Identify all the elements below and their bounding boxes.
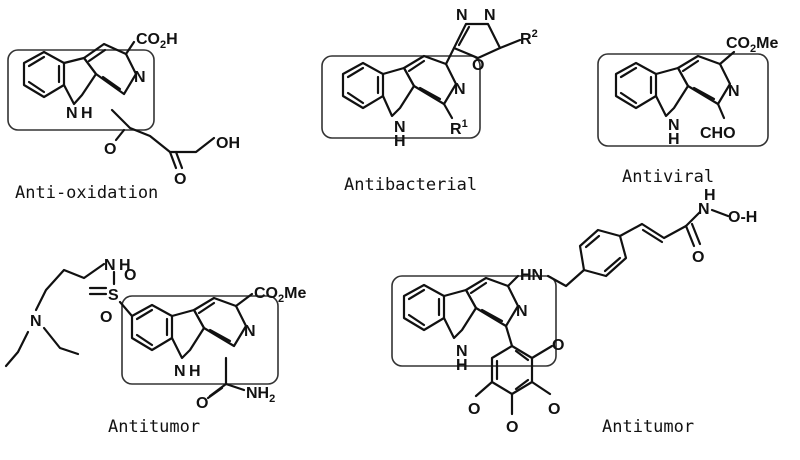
caption-antitumor-1: Antitumor xyxy=(108,417,200,437)
caption-antibacterial: Antibacterial xyxy=(344,175,477,195)
core-highlight-box xyxy=(321,55,481,139)
hydroxamate-n: N xyxy=(698,201,710,218)
n-atom: N xyxy=(454,81,466,98)
pyrrole-ring xyxy=(170,308,206,360)
acrylic-chain xyxy=(618,222,688,240)
amide-nh2-label: NH2 xyxy=(246,385,275,405)
n-atom-a: N xyxy=(456,7,468,24)
sulfur-atom: S xyxy=(108,287,119,304)
oxygen-1: O xyxy=(104,141,116,158)
o-atom: O xyxy=(472,57,484,74)
nh-n: N xyxy=(66,105,78,122)
core-highlight-box xyxy=(121,295,279,385)
ethyl-2 xyxy=(42,326,80,356)
ethyl-1 xyxy=(4,330,30,368)
methoxy-o-3: O xyxy=(468,401,480,418)
methyl-ester-label: CO2Me xyxy=(726,35,778,55)
caption-antitumor-2: Antitumor xyxy=(602,417,694,437)
carboxylic-acid-label: CO2H xyxy=(136,31,178,51)
propyl-chain xyxy=(34,262,106,312)
n-atom-b: N xyxy=(484,7,496,24)
amide-oxygen: O xyxy=(196,395,208,412)
nh-h: H xyxy=(394,133,406,150)
molecule-antitumor-2: N N H HN O N H O-H O O O O Antitumor xyxy=(391,187,757,437)
core-highlight-box xyxy=(391,275,557,367)
methyl-ester-label: CO2Me xyxy=(254,285,306,305)
pyridine-ring xyxy=(464,276,520,328)
hn-label: HN xyxy=(520,267,543,284)
caption-anti-oxidation: Anti-oxidation xyxy=(15,183,158,203)
n-atom: N xyxy=(516,303,528,320)
n-atom: N xyxy=(728,83,740,100)
carbonyl-oxygen: O xyxy=(692,249,704,266)
n-atom: N xyxy=(134,69,146,86)
phenyl-ring xyxy=(578,228,628,278)
sulfonyl-oxygen-2: O xyxy=(124,267,136,284)
pyridine-ring xyxy=(402,54,458,106)
oxo-chain xyxy=(110,108,216,154)
core-highlight-box xyxy=(597,53,769,147)
benzyl-linker xyxy=(546,268,586,288)
core-highlight-box xyxy=(7,49,155,131)
caption-antiviral: Antiviral xyxy=(622,167,714,187)
nh-h: H xyxy=(189,363,201,380)
pyrrole-ring xyxy=(654,66,690,118)
molecule-antitumor-1: N N H CO2Me O NH2 S O O N H N Antitumor xyxy=(4,257,306,437)
amine-n: N xyxy=(30,313,42,330)
pyridine-ring xyxy=(676,54,732,106)
methoxy-o-2: O xyxy=(506,419,518,436)
nh-h: H xyxy=(668,131,680,148)
pyrrole-ring xyxy=(442,288,478,340)
aldehyde-label: CHO xyxy=(700,125,736,142)
sulfonyl-oxygen-1: O xyxy=(100,309,112,326)
pyrrole-ring xyxy=(62,56,98,106)
molecule-antiviral: N N H CHO CO2Me Antiviral xyxy=(597,35,778,187)
sulfonamide-h: H xyxy=(119,257,131,274)
nh-n: N xyxy=(456,343,468,360)
oxygen-2: O xyxy=(174,171,186,188)
n-atom: N xyxy=(244,323,256,340)
hydroxamate-oh: O-H xyxy=(728,209,757,226)
pyridine-ring xyxy=(192,296,248,348)
nh-h: H xyxy=(456,357,468,374)
molecule-anti-oxidation: N N H CO2H O O OH Anti-oxidation xyxy=(7,31,240,203)
pyridine-ring xyxy=(82,42,138,96)
nh-h: H xyxy=(81,105,93,122)
nh-n: N xyxy=(174,363,186,380)
nh-n: N xyxy=(394,119,406,136)
pyrrole-ring xyxy=(381,66,416,118)
methoxy-o-1: O xyxy=(548,401,560,418)
sulfonamide-n: N xyxy=(104,257,116,274)
methoxy-o-4: O xyxy=(552,337,564,354)
hydroxamate-h: H xyxy=(704,187,716,204)
r2-label: R2 xyxy=(520,28,538,48)
nh-n: N xyxy=(668,117,680,134)
molecule-antibacterial: N N H R1 N N O R2 Antibacterial xyxy=(321,7,538,195)
r1-label: R1 xyxy=(450,118,468,138)
oxadiazole-ring xyxy=(452,22,502,60)
hydroxyl-label: OH xyxy=(216,135,240,152)
